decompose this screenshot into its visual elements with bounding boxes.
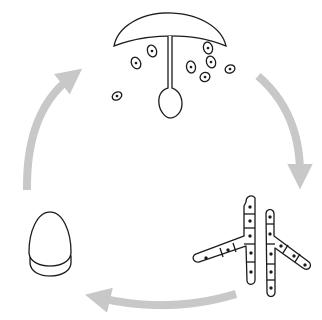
arrow-hyphae-to-button [100,294,236,305]
arrow-button-to-mushroom [27,78,70,190]
mushroom-fruiting-body-icon [111,13,236,118]
hypha-right [266,210,310,297]
mushroom-button-icon [29,212,71,276]
mushroom-stem [159,36,182,118]
hyphae-icon [193,196,310,297]
hypha-left [193,196,255,284]
arrow-mushroom-to-hyphae [258,76,300,174]
button-cap [29,212,71,266]
